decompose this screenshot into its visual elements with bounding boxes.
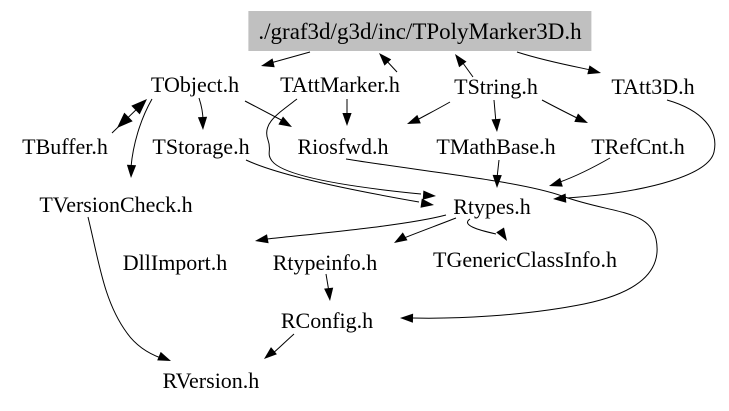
arrowhead-tstring-to-tmathbase	[491, 118, 501, 132]
edge-tatt3d-to-rtypes	[566, 99, 716, 199]
edge-polymarker3d-to-tobject	[266, 51, 311, 65]
arrowhead-riosfwd-to-rconfig	[400, 313, 414, 323]
arrowhead-tattmarker-to-riosfwd	[342, 113, 352, 126]
arrowhead-tattmarker-to-rtypes	[422, 190, 436, 200]
arrowhead-polymarker3d-to-tatt3d	[587, 65, 601, 75]
arrowhead-tobject-to-tstorage	[197, 116, 208, 130]
node-tbuffer[interactable]: TBuffer.h	[22, 134, 108, 159]
node-rtypes[interactable]: Rtypes.h	[453, 194, 531, 219]
edge-tstring-to-riosfwd	[416, 101, 451, 121]
edge-tmathbase-to-rtypes	[496, 159, 500, 179]
arrowhead-trefcnt-to-rtypes	[549, 177, 563, 187]
arrowhead-tbuffer-to-tobject	[117, 112, 133, 128]
edge-trefcnt-to-rtypes	[559, 157, 611, 183]
arrowhead-tstring-to-polymarker3d	[455, 54, 467, 68]
edge-rtypes-to-dllimport	[266, 214, 447, 240]
node-tversioncheck[interactable]: TVersionCheck.h	[39, 192, 193, 217]
edge-rtypes-to-tgenericclassinfo	[467, 218, 497, 235]
node-tstring[interactable]: TString.h	[454, 74, 538, 99]
node-rconfig[interactable]: RConfig.h	[280, 308, 374, 333]
arrowhead-tstorage-to-rtypes	[420, 198, 434, 208]
arrowhead-tatt3d-to-rtypes	[553, 193, 567, 203]
edge-tstorage-to-rtypes	[245, 159, 420, 203]
node-rversion[interactable]: RVersion.h	[162, 368, 260, 393]
edge-tobject-to-tversioncheck	[130, 98, 153, 168]
arrowhead-tobject-to-riosfwd	[278, 116, 292, 127]
arrowhead-rtypes-to-rtypeinfo	[394, 232, 408, 243]
node-polymarker3d[interactable]: ./graf3d/g3d/inc/TPolyMarker3D.h	[248, 11, 592, 51]
node-tgenericclassinfo[interactable]: TGenericClassInfo.h	[433, 247, 617, 272]
node-tstorage[interactable]: TStorage.h	[152, 134, 250, 159]
arrowhead-rtypes-to-tgenericclassinfo	[496, 227, 507, 241]
arrowhead-tobject-to-tversioncheck	[126, 164, 137, 178]
node-rtypeinfo[interactable]: Rtypeinfo.h	[272, 250, 378, 275]
arrowhead-tbuffer-to-tobject	[131, 99, 147, 115]
arrowhead-tversioncheck-to-rversion	[157, 351, 171, 361]
edge-rtypes-to-rtypeinfo	[403, 217, 457, 239]
node-trefcnt[interactable]: TRefCnt.h	[591, 134, 685, 159]
edge-polymarker3d-to-tatt3d	[516, 51, 592, 71]
node-tmathbase[interactable]: TMathBase.h	[436, 134, 556, 159]
node-tatt3d[interactable]: TAtt3D.h	[611, 74, 695, 99]
arrowhead-tstring-to-riosfwd	[407, 114, 421, 124]
edge-tstring-to-trefcnt	[541, 99, 580, 120]
edge-rconfig-to-rversion	[271, 333, 295, 355]
arrowhead-tattmarker-to-polymarker3d	[379, 53, 392, 66]
node-dllimport[interactable]: DllImport.h	[122, 250, 228, 275]
arrowhead-rconfig-to-rversion	[264, 347, 277, 359]
arrowhead-polymarker3d-to-tobject	[261, 58, 275, 68]
arrowhead-tstring-to-trefcnt	[574, 113, 588, 123]
node-tattmarker[interactable]: TAttMarker.h	[280, 72, 400, 97]
edge-tversioncheck-to-rversion	[87, 216, 162, 359]
edge-tattmarker-to-rtypes	[266, 98, 422, 195]
edge-tobject-to-riosfwd	[244, 100, 286, 123]
node-riosfwd[interactable]: Riosfwd.h	[297, 134, 389, 159]
arrowhead-rtypes-to-dllimport	[255, 234, 269, 244]
node-tobject[interactable]: TObject.h	[150, 72, 240, 97]
edge-riosfwd-to-rconfig	[345, 158, 658, 319]
arrowhead-rtypeinfo-to-rconfig	[324, 287, 334, 301]
